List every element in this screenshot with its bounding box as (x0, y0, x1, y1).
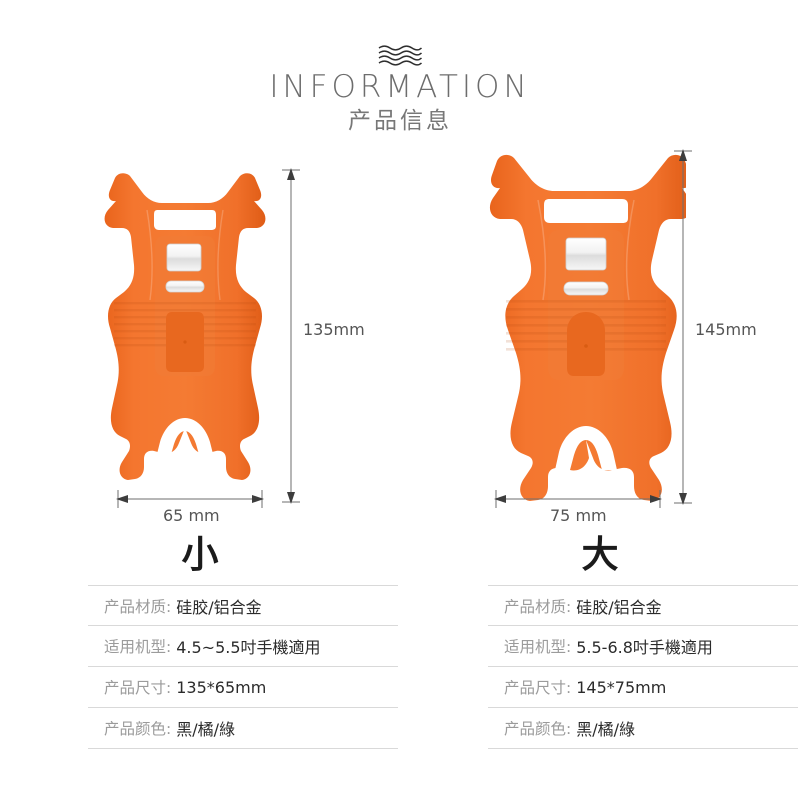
spec-value-material: 硅胶/铝合金 (576, 597, 662, 617)
spec-row-material: 产品材质: 硅胶/铝合金 (488, 585, 798, 626)
spec-label-material: 产品材质: (104, 597, 172, 616)
spec-label-material: 产品材质: (504, 597, 572, 616)
spec-table-small: 产品材质: 硅胶/铝合金 适用机型: 4.5~5.5吋手機適用 产品尺寸: 13… (88, 585, 398, 749)
product-figure-large: 145mm 75 mm (400, 140, 800, 540)
spec-table-large: 产品材质: 硅胶/铝合金 适用机型: 5.5-6.8吋手機適用 产品尺寸: 14… (488, 585, 798, 749)
product-figure-small: 135mm 65 mm (0, 140, 400, 540)
spec-row-compatibility: 适用机型: 4.5~5.5吋手機適用 (88, 626, 398, 667)
page-subtitle: 产品信息 (348, 108, 452, 134)
size-title-small: 小 (181, 533, 219, 576)
width-dimension-line-small (116, 490, 264, 508)
size-title-large: 大 (581, 533, 619, 576)
spec-row-color: 产品颜色: 黑/橘/綠 (88, 708, 398, 749)
spec-row-material: 产品材质: 硅胶/铝合金 (88, 585, 398, 626)
width-dimension-label-small: 65 mm (163, 506, 220, 525)
spec-row-compatibility: 适用机型: 5.5-6.8吋手機適用 (488, 626, 798, 667)
spec-label-compatibility: 适用机型: (104, 638, 172, 656)
spec-value-compatibility: 5.5-6.8吋手機適用 (576, 638, 713, 657)
spec-row-size: 产品尺寸: 145*75mm (488, 667, 798, 708)
phone-holder-small-icon (104, 173, 266, 480)
product-column-small: 135mm 65 mm 小 产品材质: 硅胶/铝合金 适用机型: 4.5~5.5… (0, 140, 400, 749)
spec-label-color: 产品颜色: (504, 720, 572, 738)
spec-label-color: 产品颜色: (104, 720, 172, 738)
wave-lines-icon (378, 45, 423, 66)
height-dimension-label-large: 145mm (695, 320, 757, 339)
height-dimension-line-small (282, 168, 300, 504)
spec-label-size: 产品尺寸: (104, 679, 172, 697)
spec-value-color: 黑/橘/綠 (576, 720, 636, 739)
spec-value-material: 硅胶/铝合金 (176, 597, 262, 617)
spec-value-compatibility: 4.5~5.5吋手機適用 (176, 638, 321, 657)
width-dimension-line-large (494, 490, 662, 508)
spec-row-color: 产品颜色: 黑/橘/綠 (488, 708, 798, 749)
height-dimension-line-large (674, 149, 692, 505)
page-title: INFORMATION (269, 69, 531, 105)
spec-label-size: 产品尺寸: (504, 679, 572, 697)
spec-label-compatibility: 适用机型: (504, 638, 572, 656)
spec-value-size: 135*65mm (176, 677, 267, 697)
phone-holder-large-icon (489, 154, 686, 501)
product-column-large: 145mm 75 mm 大 产品材质: 硅胶/铝合金 适用机型: 5.5-6.8… (400, 140, 800, 749)
spec-value-size: 145*75mm (576, 677, 667, 697)
page-header: INFORMATION 产品信息 (0, 0, 800, 136)
spec-value-color: 黑/橘/綠 (176, 720, 236, 739)
spec-row-size: 产品尺寸: 135*65mm (88, 667, 398, 708)
height-dimension-label-small: 135mm (303, 320, 365, 339)
width-dimension-label-large: 75 mm (550, 506, 607, 525)
